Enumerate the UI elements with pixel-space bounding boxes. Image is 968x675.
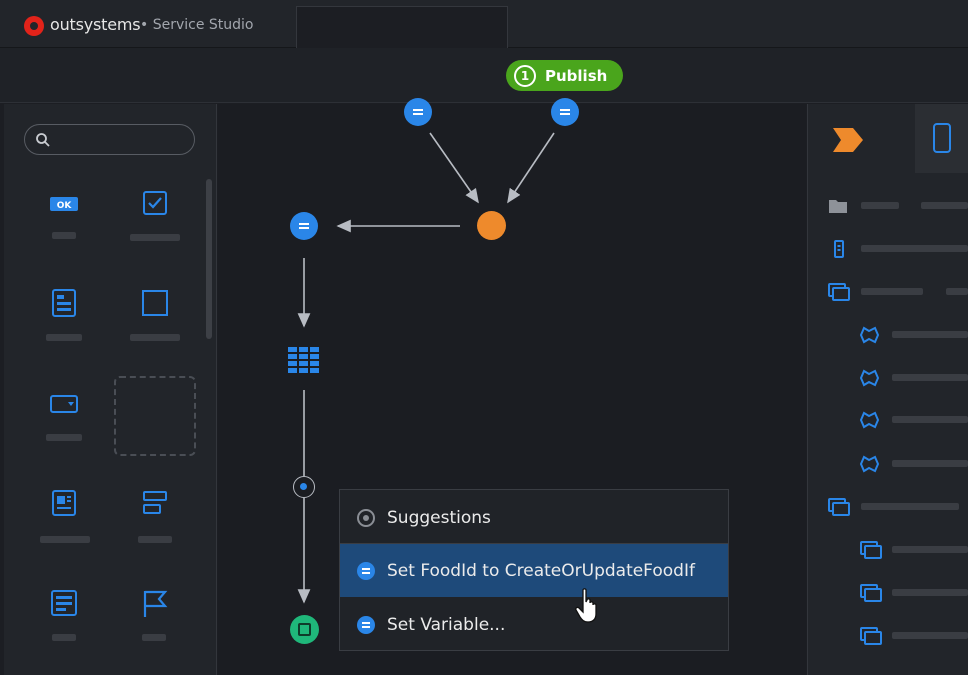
action-icon xyxy=(860,326,880,344)
container-widget[interactable] xyxy=(124,286,184,346)
publish-label: Publish xyxy=(545,66,608,85)
widget-label xyxy=(138,536,172,543)
elements-panel xyxy=(807,104,968,675)
checkbox-icon xyxy=(143,191,167,215)
popup-item-label: Set FoodId to CreateOrUpdateFoodIf xyxy=(387,560,695,581)
form-widget[interactable] xyxy=(34,286,94,346)
dropdown-widget[interactable] xyxy=(34,384,94,444)
widget-toolbox: OK xyxy=(4,104,217,675)
screen-icon xyxy=(860,627,882,645)
app-brand: outsystems xyxy=(50,15,141,34)
aggregate-node[interactable] xyxy=(287,346,321,374)
widget-label xyxy=(52,232,76,239)
suggestion-set-foodid[interactable]: Set FoodId to CreateOrUpdateFoodIf xyxy=(340,544,728,597)
popup-item-label: Suggestions xyxy=(387,507,491,528)
widget-label xyxy=(40,536,90,543)
open-tab[interactable] xyxy=(296,6,508,48)
decision-node[interactable] xyxy=(477,211,506,240)
card-widget[interactable] xyxy=(34,586,94,646)
radio-icon xyxy=(357,508,375,527)
end-node[interactable] xyxy=(290,615,319,644)
folder-icon xyxy=(829,200,847,213)
logic-tab-icon[interactable] xyxy=(831,126,865,154)
ok-button-icon: OK xyxy=(50,197,78,211)
list-widget[interactable] xyxy=(34,486,94,546)
search-icon xyxy=(36,133,50,147)
svg-text:OK: OK xyxy=(57,201,73,211)
assign-node-1[interactable] xyxy=(404,98,432,126)
module-icon xyxy=(834,240,844,258)
screen-icon xyxy=(828,498,850,516)
flag-widget[interactable] xyxy=(124,586,184,646)
widget-label xyxy=(46,334,82,341)
suggestion-set-variable[interactable]: Set Variable... xyxy=(340,598,728,651)
tree-row-screen[interactable] xyxy=(860,626,968,646)
outsystems-logo-icon xyxy=(24,16,44,36)
widget-label xyxy=(130,234,180,241)
tree-row-module[interactable] xyxy=(828,239,968,259)
tree-row-screen[interactable] xyxy=(860,540,968,560)
action-icon xyxy=(860,455,880,473)
layout-widget[interactable] xyxy=(124,486,184,546)
screen-icon xyxy=(860,584,882,602)
card-icon xyxy=(51,590,77,616)
assign-icon xyxy=(357,561,375,580)
toolbar xyxy=(0,48,968,103)
tree-row-screen[interactable] xyxy=(860,583,968,603)
tree-row-action[interactable] xyxy=(860,368,968,388)
mobile-screen-icon xyxy=(933,123,951,153)
tree-row-folder[interactable] xyxy=(828,196,968,216)
tree-row-action[interactable] xyxy=(860,325,968,345)
checkbox-widget[interactable] xyxy=(124,186,184,246)
list-icon xyxy=(52,490,76,516)
layout-icon xyxy=(143,491,167,514)
title-bar: outsystems • Service Studio xyxy=(0,0,968,48)
tree-row-screen[interactable] xyxy=(828,282,968,302)
assign-node-2[interactable] xyxy=(551,98,579,126)
form-icon xyxy=(52,289,76,317)
action-icon xyxy=(860,411,880,429)
widget-label xyxy=(142,634,166,641)
interface-tab[interactable] xyxy=(915,104,968,173)
action-icon xyxy=(860,369,880,387)
suggestions-popup: Suggestions Set FoodId to CreateOrUpdate… xyxy=(339,489,729,651)
assign-icon xyxy=(357,615,375,634)
suggestions-header: Suggestions xyxy=(340,491,728,544)
search-input[interactable] xyxy=(24,124,195,155)
hand-cursor-icon xyxy=(575,588,597,623)
insert-point[interactable] xyxy=(293,476,315,498)
popup-item-label: Set Variable... xyxy=(387,614,506,635)
container-icon xyxy=(142,290,168,316)
tree-row-action[interactable] xyxy=(860,410,968,430)
app-title: • Service Studio xyxy=(140,17,254,33)
button-widget[interactable]: OK xyxy=(34,186,94,246)
widget-label xyxy=(52,634,76,641)
placeholder-widget[interactable] xyxy=(114,376,196,456)
tree-row-screen[interactable] xyxy=(828,497,968,517)
widget-label xyxy=(46,434,82,441)
widget-label xyxy=(130,334,180,341)
dropdown-icon xyxy=(50,395,78,413)
screen-icon xyxy=(828,283,850,301)
screen-icon xyxy=(860,541,882,559)
toolbox-scrollbar[interactable] xyxy=(206,179,212,339)
tree-row-action[interactable] xyxy=(860,454,968,474)
assign-node-3[interactable] xyxy=(290,212,318,240)
flag-icon xyxy=(143,590,168,617)
publish-count-badge: 1 xyxy=(514,64,536,87)
publish-button[interactable]: 1 Publish xyxy=(506,60,623,91)
